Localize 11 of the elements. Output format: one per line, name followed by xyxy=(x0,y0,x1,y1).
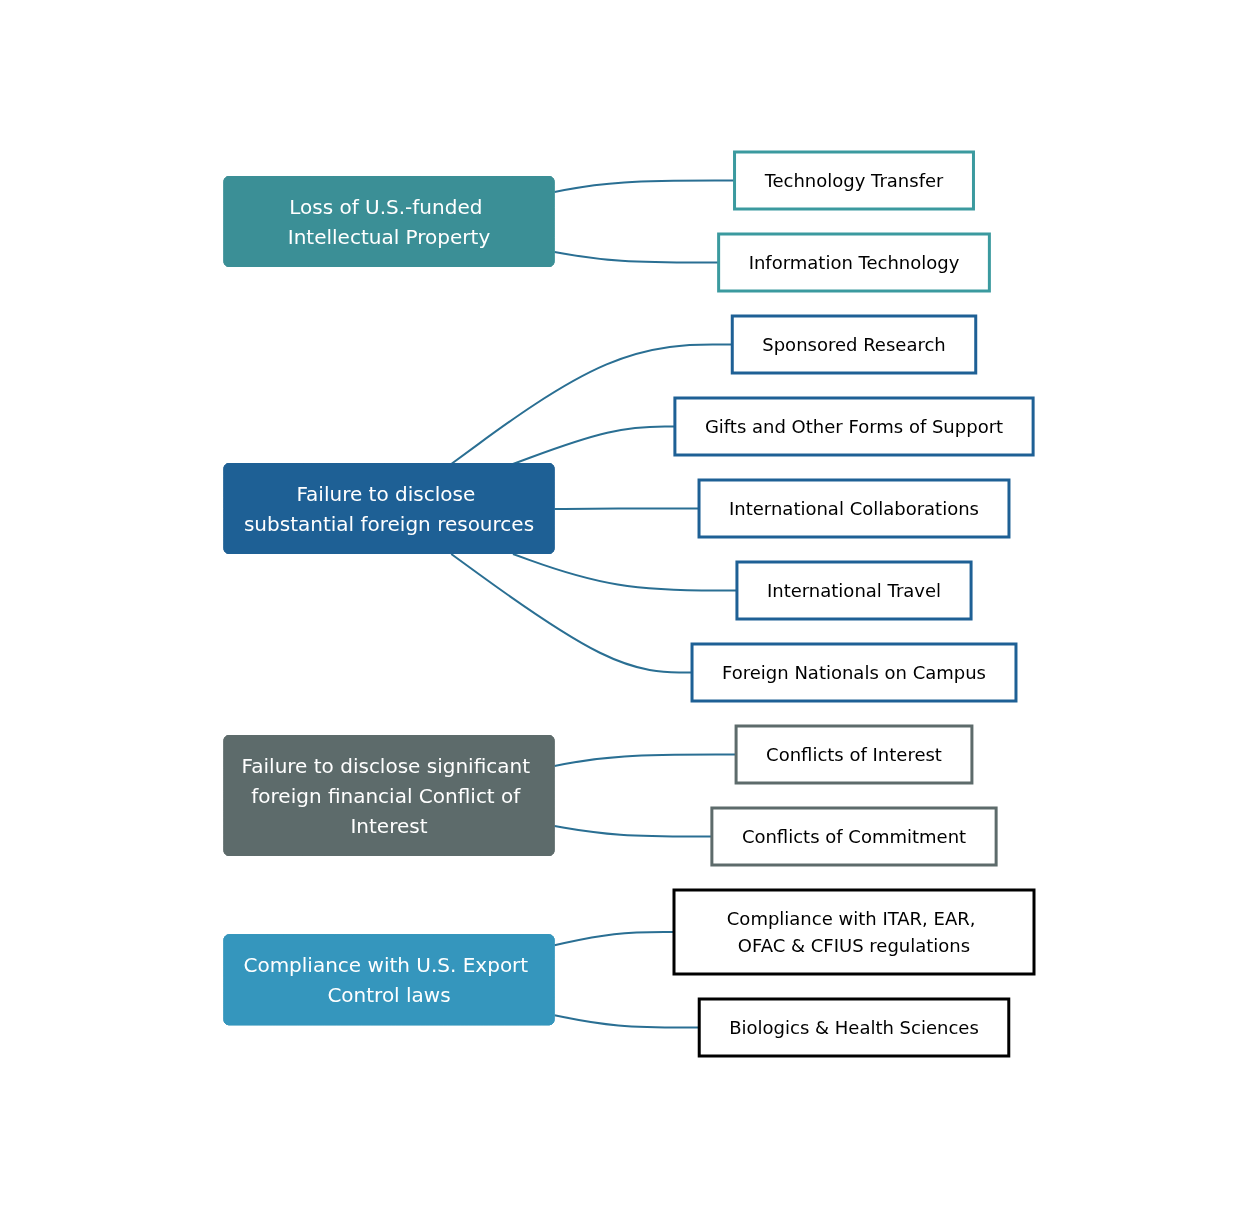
node-box: Information Technology xyxy=(716,232,991,293)
node-box: Conflicts of Commitment xyxy=(709,806,998,867)
node-box: Gifts and Other Forms of Support xyxy=(672,396,1035,457)
node-box: Biologics & Health Sciences xyxy=(697,997,1010,1058)
node-box: International Collaborations xyxy=(697,478,1010,539)
node-box: Conflicts of Interest xyxy=(734,724,973,785)
node-box: Technology Transfer xyxy=(732,150,975,211)
node-box: Foreign Nationals on Campus xyxy=(690,642,1017,703)
node-box: Sponsored Research xyxy=(730,314,977,375)
node-box: International Travel xyxy=(734,560,973,621)
node-box: Compliance with ITAR, EAR, OFAC & CFIUS regulations xyxy=(672,888,1035,976)
